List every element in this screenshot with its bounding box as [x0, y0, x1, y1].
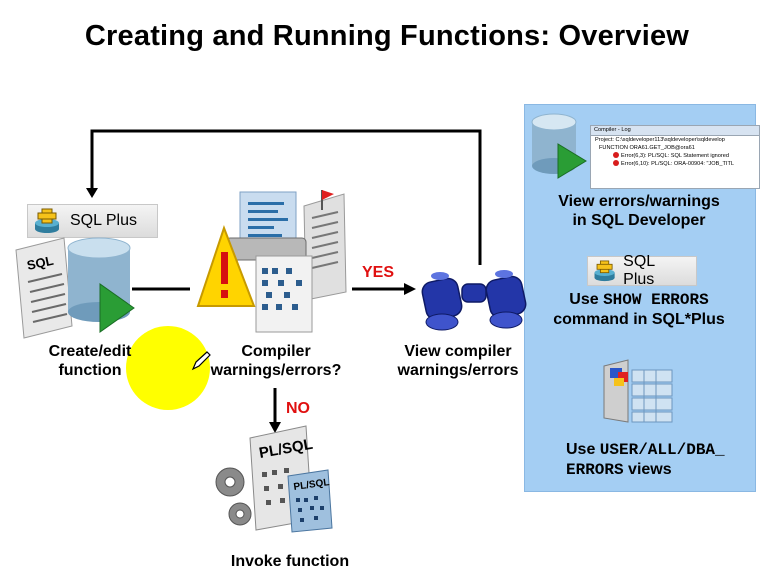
create-function-icon: SQL: [15, 237, 135, 339]
output-document-icon: [303, 190, 347, 301]
sql-document-icon: SQL: [15, 237, 73, 339]
panel-sql-developer-label: View errors/warnings in SQL Developer: [558, 193, 720, 229]
binoculars-icon: [421, 270, 527, 331]
sql-doc-label: SQL: [26, 253, 55, 273]
feedback-arrowhead: [86, 188, 98, 198]
plsql-small-label: PL/SQL: [293, 477, 330, 493]
compiler-icon: [196, 190, 347, 333]
play-arrow-icon: [99, 283, 135, 333]
compiler-log-project: Project: C:\sqldeveloper113\sqldeveloper…: [595, 137, 725, 143]
panel-sqlplus-badge: SQL Plus: [587, 253, 697, 288]
show-errors-command: SHOW ERRORS: [603, 291, 709, 309]
flag-icon: [322, 190, 334, 200]
views-suffix: views: [623, 461, 672, 478]
sqlplus-badge-label: SQL Plus: [70, 212, 137, 229]
step-view-label: View compiler warnings/errors: [397, 343, 519, 379]
page-title: Creating and Running Functions: Overview: [84, 20, 690, 52]
invoke-function-icon: PL/SQL PL/SQL: [215, 425, 333, 533]
yes-branch-label: YES: [362, 264, 395, 281]
step-invoke-label: Invoke function: [230, 553, 350, 570]
step-create-label: Create/edit function: [48, 343, 132, 379]
compiler-log-function: FUNCTION ORA61.GET_JOB@ora61: [599, 145, 695, 151]
compiler-log-error-2: Error(6,10): PL/SQL: ORA-00904: "JOB_TIT…: [621, 161, 734, 167]
sqlplus-icon: [35, 208, 59, 233]
views-command-2: ERRORS: [566, 461, 624, 479]
sql-developer-icon: [531, 113, 587, 179]
warning-icon: [196, 225, 256, 307]
compiler-log-window: Compiler - Log Project: C:\sqldeveloper1…: [590, 125, 760, 189]
compiler-log-error-row: Error(6,10): PL/SQL: ORA-00904: "JOB_TIT…: [591, 160, 759, 168]
sqlplus-badge: SQL Plus: [27, 204, 158, 238]
show-errors-suffix: command in SQL*Plus: [553, 311, 725, 328]
error-icon: [613, 160, 619, 166]
sqlplus-icon: [594, 260, 615, 282]
dictionary-views-icon: [603, 359, 673, 423]
views-prefix: Use: [566, 441, 600, 458]
compiler-log-title: Compiler - Log: [591, 126, 759, 136]
error-icon: [613, 152, 619, 158]
gears-icon: [215, 467, 252, 526]
panel-sqlplus-badge-label: SQL Plus: [623, 253, 655, 288]
no-arrowhead: [269, 422, 281, 433]
panel-views-label: Use USER/ALL/DBA_ ERRORS views: [566, 440, 756, 480]
panel-show-errors-label: Use SHOW ERRORS command in SQL*Plus: [528, 290, 750, 329]
compiler-log-error-row: Error(6,3): PL/SQL: SQL Statement ignore…: [591, 152, 759, 160]
show-errors-prefix: Use: [569, 291, 604, 308]
pencil-cursor-icon: [191, 351, 211, 371]
yes-arrowhead: [404, 283, 416, 295]
printout-icon: [225, 191, 313, 333]
compiler-log-error-1: Error(6,3): PL/SQL: SQL Statement ignore…: [621, 153, 729, 159]
no-branch-label: NO: [286, 400, 310, 417]
views-command-1: USER/ALL/DBA_: [599, 441, 725, 459]
feedback-loop-line: [90, 129, 482, 265]
step-compile-label: Compiler warnings/errors?: [210, 343, 342, 379]
